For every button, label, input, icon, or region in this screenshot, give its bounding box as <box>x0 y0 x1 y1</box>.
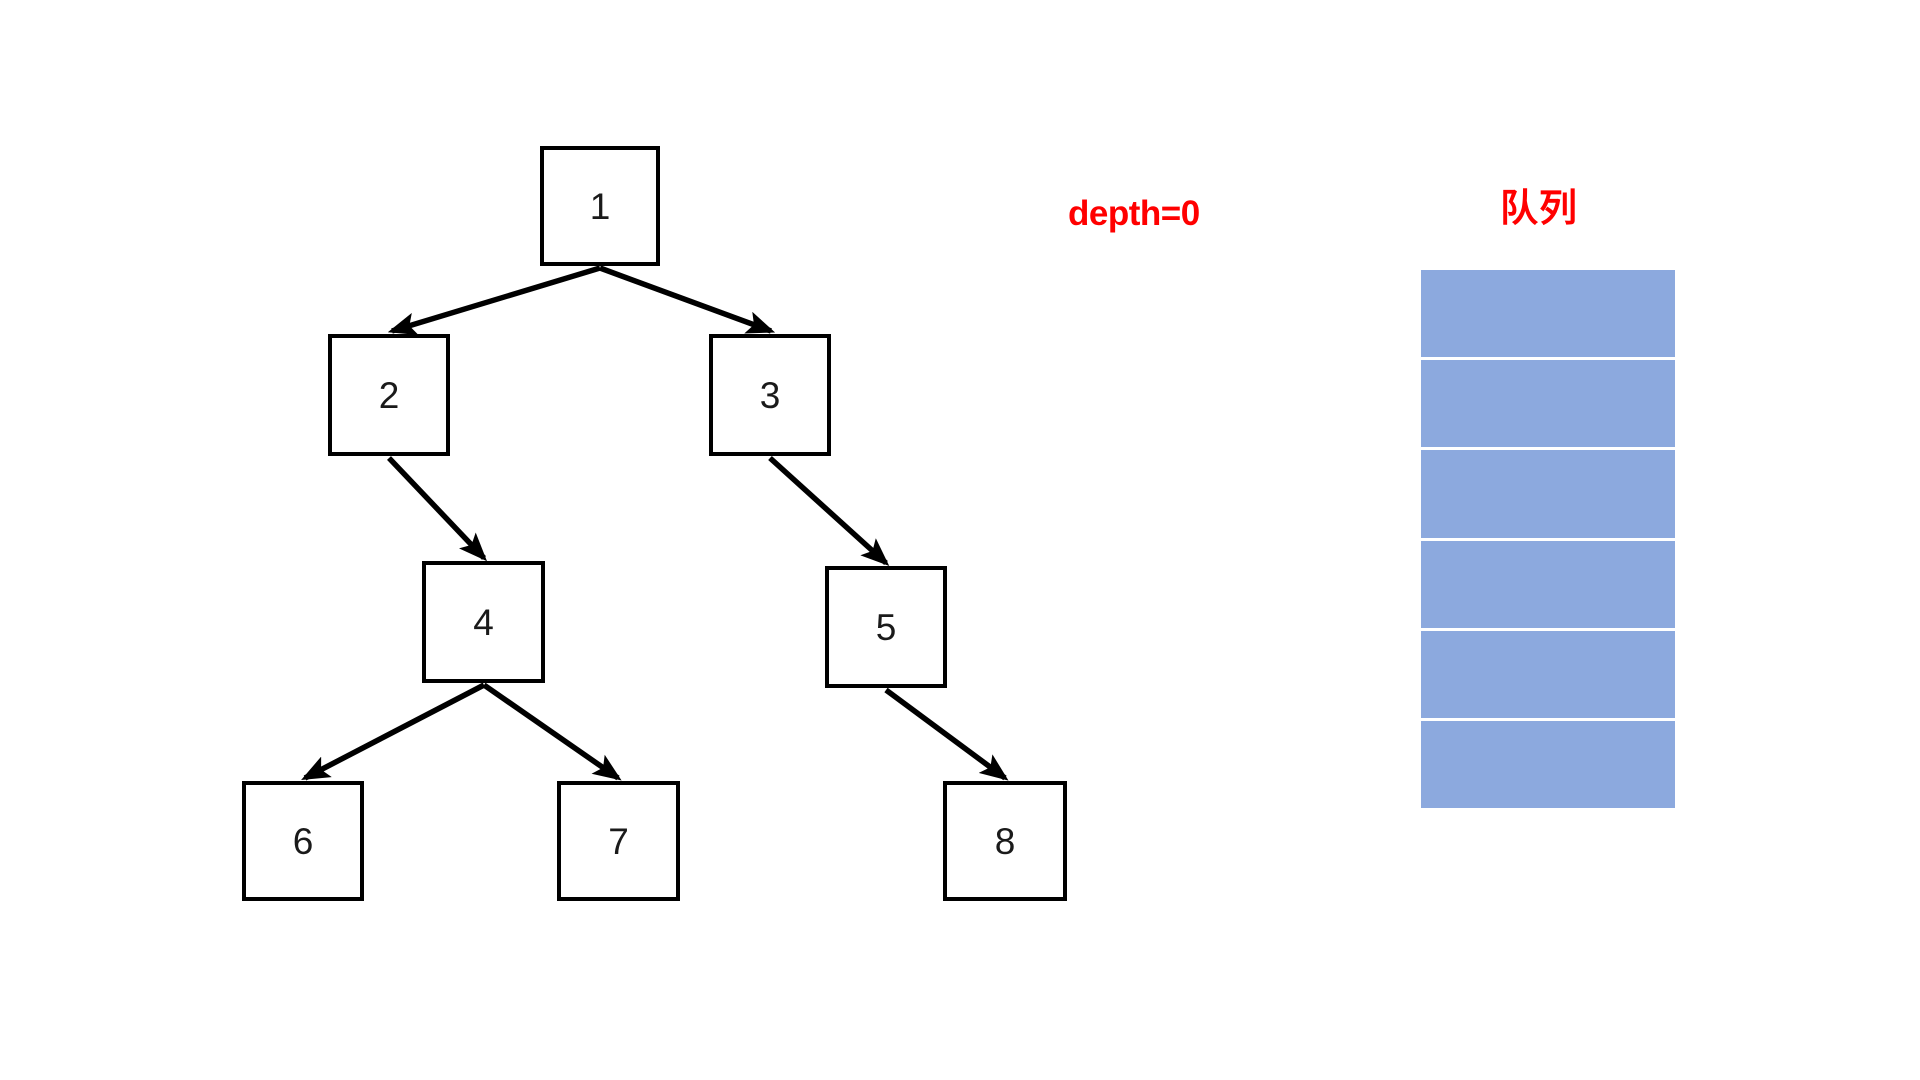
queue-title-label: 队列 <box>1500 188 1579 230</box>
queue-cell-0[interactable] <box>1421 270 1675 361</box>
tree-node-label: 8 <box>994 820 1016 862</box>
tree-node-3[interactable]: 3 <box>709 334 831 456</box>
tree-node-label: 1 <box>589 185 611 227</box>
tree-node-5[interactable]: 5 <box>825 566 947 688</box>
tree-edge-2-to-4 <box>387 456 488 562</box>
tree-node-6[interactable]: 6 <box>242 781 364 901</box>
tree-edge-1-to-3 <box>599 265 776 334</box>
queue-cell-2[interactable] <box>1421 450 1675 541</box>
tree-node-4[interactable]: 4 <box>422 561 545 683</box>
tree-node-label: 4 <box>473 601 494 643</box>
queue-cell-4[interactable] <box>1421 630 1675 721</box>
tree-node-7[interactable]: 7 <box>557 781 680 901</box>
tree-edge-3-to-5 <box>768 455 890 566</box>
tree-node-label: 2 <box>378 374 400 416</box>
tree-node-1[interactable]: 1 <box>540 146 660 266</box>
tree-node-label: 7 <box>608 820 629 862</box>
tree-edge-4-to-6 <box>301 682 486 781</box>
depth-annotation: depth=0 <box>1068 194 1200 233</box>
tree-node-label: 5 <box>875 606 897 648</box>
tree-node-label: 3 <box>759 374 781 416</box>
queue-cell-5[interactable] <box>1421 720 1675 809</box>
tree-node-2[interactable]: 2 <box>328 334 450 456</box>
queue-cell-3[interactable] <box>1421 540 1675 631</box>
tree-node-8[interactable]: 8 <box>943 781 1067 901</box>
tree-edge-5-to-8 <box>884 687 1009 781</box>
tree-edge-4-to-7 <box>482 682 622 781</box>
queue-cell-1[interactable] <box>1421 360 1675 451</box>
tree-edge-1-to-2 <box>387 265 601 336</box>
tree-node-label: 6 <box>292 820 314 862</box>
queue-container <box>1421 270 1675 809</box>
